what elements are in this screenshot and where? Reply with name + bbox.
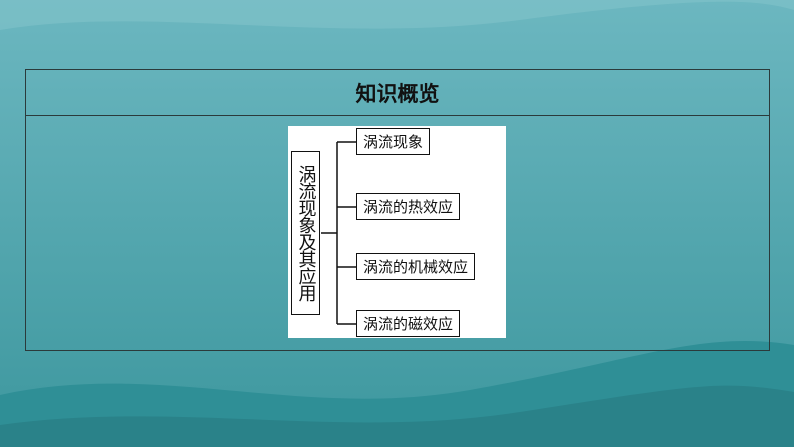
knowledge-panel: 知识概览 [25,69,770,351]
branch-node-4: 涡流的磁效应 [356,310,461,337]
panel-title: 知识概览 [26,70,769,116]
concept-tree-diagram: 涡流现象及其应用 涡流现象 涡流的热效应 涡流的机械效应 涡流的磁效应 [288,126,506,338]
branch-node-3: 涡流的机械效应 [356,253,476,280]
branch-node-2: 涡流的热效应 [356,193,461,220]
root-node-label: 涡流现象及其应用 [295,165,317,301]
root-node: 涡流现象及其应用 [291,151,320,315]
tree-connectors [321,141,356,325]
branch-node-1: 涡流现象 [356,128,431,155]
